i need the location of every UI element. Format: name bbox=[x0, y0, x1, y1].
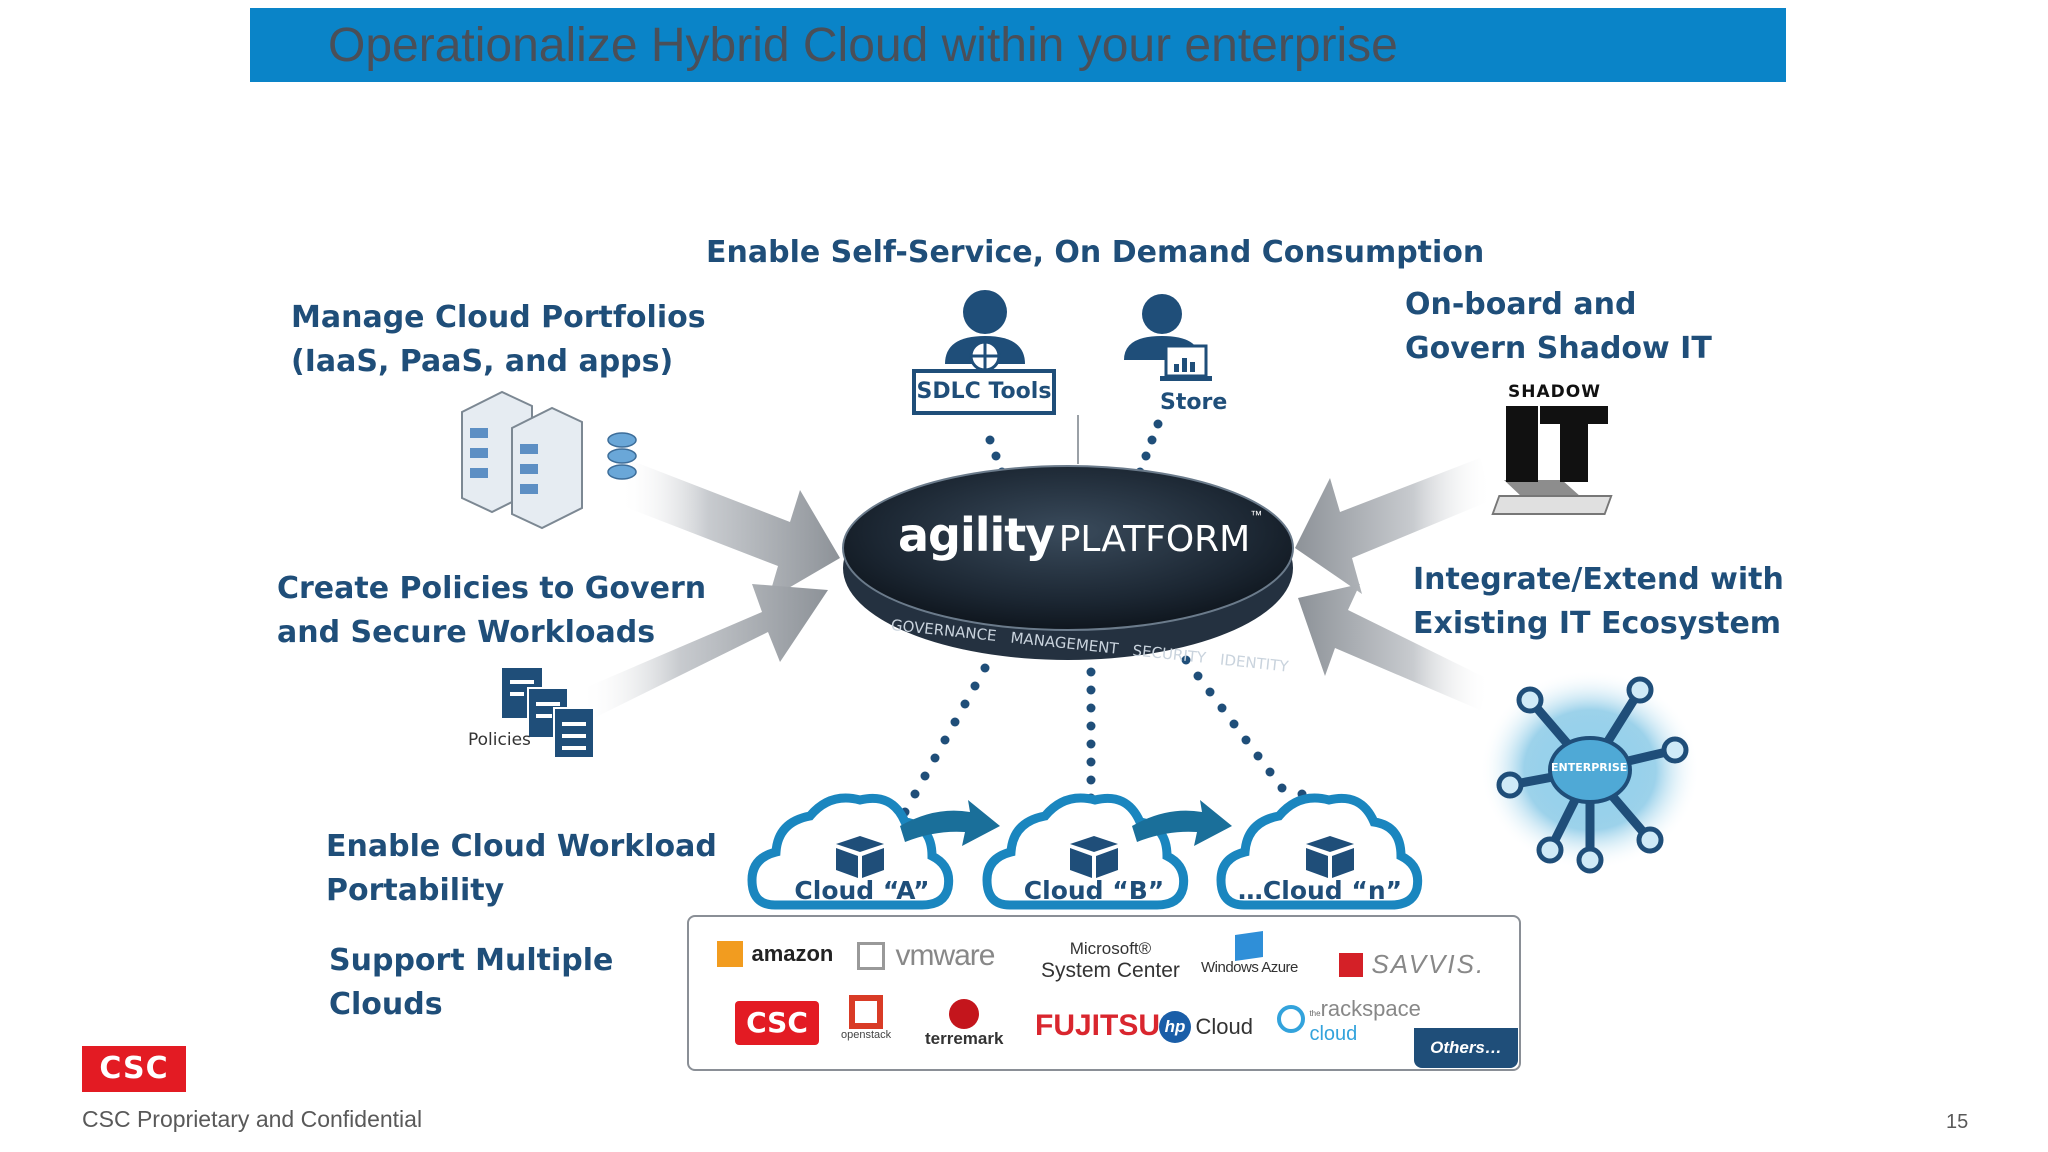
policies-documents-icon bbox=[502, 668, 595, 759]
csc-vendor-logo: CSC bbox=[735, 1001, 819, 1045]
page-number: 15 bbox=[1946, 1111, 1969, 1133]
others-button[interactable]: Others… bbox=[1414, 1028, 1518, 1068]
agility-platform-logo: agility PLATFORM™ bbox=[898, 508, 1262, 562]
shadow-it-icon bbox=[1491, 406, 1613, 515]
shadow-it-line1: On-board and bbox=[1405, 287, 1637, 322]
cloud-a-label: Cloud “A” bbox=[794, 876, 930, 905]
vendor-logos-box: amazon vmware Microsoft® System Center W… bbox=[687, 915, 1521, 1071]
policies-label: Create Policies to Govern and Secure Wor… bbox=[277, 567, 706, 655]
integrate-line1: Integrate/Extend with bbox=[1413, 562, 1784, 597]
policies-line1: Create Policies to Govern bbox=[277, 571, 707, 606]
savvis-icon bbox=[1339, 952, 1363, 977]
terremark-logo: terremark bbox=[925, 999, 1003, 1049]
footer-confidential: CSC Proprietary and Confidential bbox=[82, 1106, 423, 1132]
windows-azure-logo: Windows Azure bbox=[1201, 931, 1298, 976]
vmware-icon bbox=[857, 942, 885, 970]
openstack-logo: openstack bbox=[841, 995, 891, 1041]
microsoft-system-center-logo: Microsoft® System Center bbox=[1041, 939, 1180, 982]
sdlc-tools-label: SDLC Tools bbox=[916, 379, 1052, 404]
portability-line2: Portability bbox=[326, 873, 505, 908]
cloud-b-label: Cloud “B” bbox=[1023, 876, 1165, 905]
portability-label: Enable Cloud Workload Portability bbox=[326, 825, 717, 913]
openstack-icon bbox=[849, 995, 884, 1029]
store-user-icon bbox=[1124, 294, 1212, 381]
platform-trademark: ™ bbox=[1250, 508, 1263, 522]
fujitsu-logo: FUJITSU bbox=[1035, 1009, 1161, 1042]
integrate-label: Integrate/Extend with Existing IT Ecosys… bbox=[1413, 558, 1784, 646]
manage-portfolios-line1: Manage Cloud Portfolios bbox=[291, 300, 706, 335]
terremark-icon bbox=[949, 999, 980, 1029]
multiple-clouds-label: Support Multiple Clouds bbox=[329, 939, 613, 1027]
savvis-logo: SAVVIS. bbox=[1339, 949, 1485, 980]
enterprise-ecosystem-icon bbox=[1480, 670, 1700, 874]
slide-title: Operationalize Hybrid Cloud within your … bbox=[328, 19, 1398, 72]
portability-line1: Enable Cloud Workload bbox=[326, 829, 717, 864]
vmware-logo: vmware bbox=[857, 939, 995, 973]
rackspace-icon bbox=[1277, 1005, 1305, 1033]
shadow-it-line2: Govern Shadow IT bbox=[1405, 331, 1712, 366]
rackspace-cloud-logo: therackspace cloud bbox=[1277, 998, 1421, 1046]
cloud-n-label: …Cloud “n” bbox=[1237, 876, 1403, 905]
policies-line2: and Secure Workloads bbox=[277, 615, 656, 650]
enterprise-word: ENTERPRISE bbox=[1551, 761, 1628, 774]
cloud-a-shape bbox=[747, 793, 954, 910]
store-label: Store bbox=[1160, 390, 1228, 415]
self-service-label: Enable Self-Service, On Demand Consumpti… bbox=[706, 235, 1485, 270]
arrow-left-top bbox=[620, 460, 840, 600]
policies-icon-label: Policies bbox=[468, 730, 531, 750]
platform-name: PLATFORM bbox=[1058, 519, 1251, 560]
server-rack-icon bbox=[461, 390, 637, 530]
cloud-n-shape bbox=[1216, 793, 1423, 910]
shadow-it-label: On-board and Govern Shadow IT bbox=[1405, 283, 1712, 371]
multiple-clouds-line2: Clouds bbox=[329, 987, 443, 1022]
amazon-logo: amazon bbox=[717, 941, 833, 967]
multiple-clouds-line1: Support Multiple bbox=[329, 943, 614, 978]
arrow-left-bottom bbox=[580, 584, 828, 720]
portability-arrows bbox=[900, 800, 1232, 846]
shadow-word: SHADOW bbox=[1508, 382, 1601, 402]
hp-cloud-logo: hp Cloud bbox=[1159, 1011, 1253, 1043]
sdlc-tools-box: SDLC Tools bbox=[912, 369, 1056, 415]
windows-flag-icon bbox=[1235, 931, 1264, 961]
manage-portfolios-line2: (IaaS, PaaS, and apps) bbox=[291, 344, 674, 379]
agility-brand: agility bbox=[898, 508, 1055, 562]
developer-user-icon bbox=[945, 290, 1025, 372]
title-bar: Operationalize Hybrid Cloud within your … bbox=[250, 8, 1786, 82]
integrate-line2: Existing IT Ecosystem bbox=[1413, 606, 1782, 641]
agility-platform-disc bbox=[842, 465, 1294, 660]
csc-logo: CSC bbox=[82, 1046, 186, 1092]
arrow-right-top bbox=[1295, 458, 1492, 594]
amazon-cubes-icon bbox=[717, 941, 743, 967]
manage-portfolios-label: Manage Cloud Portfolios (IaaS, PaaS, and… bbox=[291, 296, 706, 384]
arrow-right-bottom bbox=[1298, 584, 1490, 710]
